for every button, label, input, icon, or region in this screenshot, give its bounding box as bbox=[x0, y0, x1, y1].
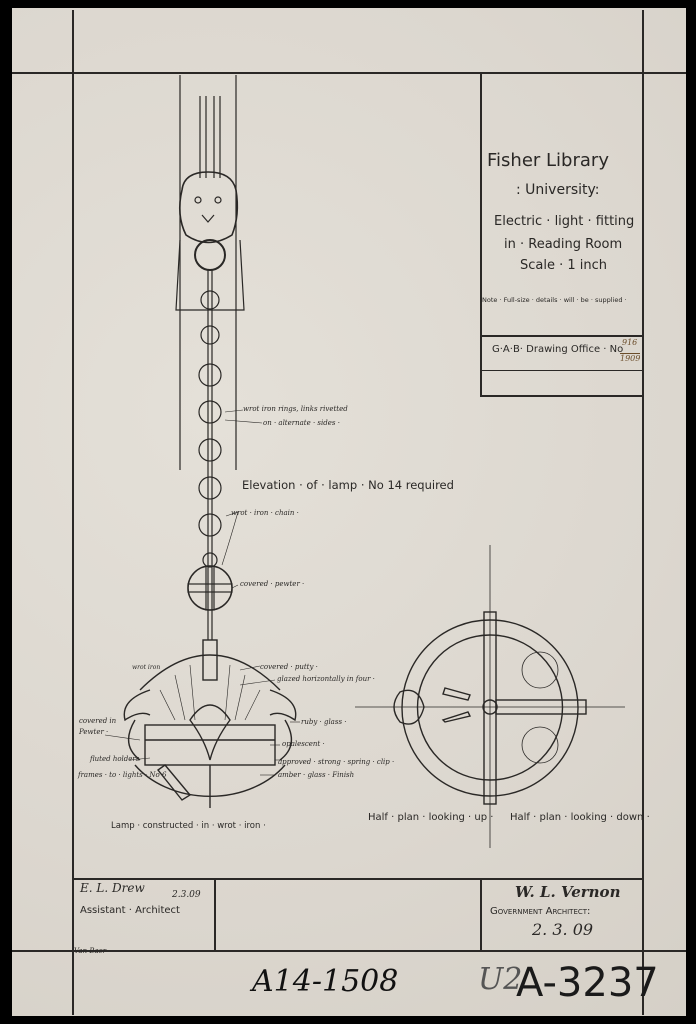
title-block-bottom bbox=[480, 395, 642, 397]
archive-reference-1: A14-1508 bbox=[252, 964, 399, 999]
drawing-number-bottom: 1909 bbox=[620, 353, 641, 363]
lion-head bbox=[178, 171, 239, 271]
archive-reference-prefix: U2 bbox=[478, 962, 523, 997]
annotation-opalescent: opalescent · bbox=[282, 740, 325, 748]
signature-block-top bbox=[72, 878, 642, 880]
annotation-pewter-ball: covered · pewter · bbox=[240, 580, 305, 588]
signature-divider bbox=[214, 878, 216, 950]
government-architect-signature: W. L. Vernon bbox=[515, 883, 621, 901]
title-block-divider bbox=[480, 370, 642, 371]
title-line-1: Fisher Library bbox=[487, 150, 609, 171]
border-left bbox=[72, 10, 74, 1015]
annotation-covered-in-pewter: covered in Pewter · bbox=[79, 717, 117, 736]
title-line-3: Electric · light · fitting bbox=[494, 214, 635, 229]
signature-block-bottom bbox=[12, 950, 686, 952]
half-plan-down-label: Half · plan · looking · down · bbox=[510, 812, 650, 823]
assistant-title: Assistant · Architect bbox=[80, 905, 180, 916]
annotation-rings-2: on · alternate · sides · bbox=[263, 419, 340, 427]
drawing-sheet bbox=[12, 8, 686, 1016]
border-right bbox=[642, 10, 644, 1015]
annotation-frames: frames · to · lights · No 6 bbox=[78, 771, 167, 779]
title-line-5: Scale · 1 inch bbox=[520, 258, 608, 273]
government-architect-title: Government Architect: bbox=[490, 906, 591, 917]
annotation-constructed: Lamp · constructed · in · wrot · iron · bbox=[111, 821, 266, 831]
title-line-2: : University: bbox=[516, 182, 600, 198]
government-architect-date: 2. 3. 09 bbox=[532, 920, 594, 939]
title-block-left bbox=[480, 72, 482, 395]
annotation-fluted-holders: fluted holders bbox=[90, 755, 140, 763]
annotation-glazed: glazed horizontally in four · bbox=[277, 675, 375, 683]
pewter-ball bbox=[187, 565, 233, 611]
annotation-rings: wrot iron rings, links rivetted bbox=[243, 405, 348, 413]
lamp-body bbox=[123, 639, 297, 808]
title-block-divider bbox=[480, 335, 642, 337]
annotation-ruby-glass: ruby · glass · bbox=[301, 718, 347, 726]
drawing-office: G·A·B· Drawing Office · No bbox=[492, 344, 624, 355]
title-line-4: in · Reading Room bbox=[504, 237, 623, 252]
annotation-spring-clip: approved · strong · spring · clip · bbox=[278, 758, 395, 766]
chain bbox=[198, 270, 222, 640]
assistant-signature: E. L. Drew bbox=[80, 881, 145, 895]
lion-head-bracket bbox=[175, 239, 245, 311]
tracer-initials: Van Baer bbox=[74, 947, 107, 955]
elevation-title: Elevation · of · lamp · No 14 required bbox=[242, 478, 454, 492]
drawing-number-top: 916 bbox=[622, 338, 638, 347]
half-plan bbox=[355, 545, 625, 848]
title-note: Note · Full-size · details · will · be ·… bbox=[482, 296, 627, 304]
signature-divider bbox=[480, 878, 482, 950]
border-top bbox=[12, 72, 686, 74]
archive-reference-2: A-3237 bbox=[516, 960, 659, 1006]
annotation-amber-glass: amber · glass · Finish bbox=[278, 771, 355, 779]
half-plan-up-label: Half · plan · looking · up · bbox=[368, 812, 494, 823]
leader-lines bbox=[104, 409, 300, 776]
annotation-covered-putty: covered · putty · bbox=[260, 663, 318, 671]
annotation-chain: wrot · iron · chain · bbox=[231, 509, 299, 517]
assistant-date: 2.3.09 bbox=[172, 890, 201, 900]
annotation-wrot-iron: wrot iron bbox=[132, 664, 161, 671]
